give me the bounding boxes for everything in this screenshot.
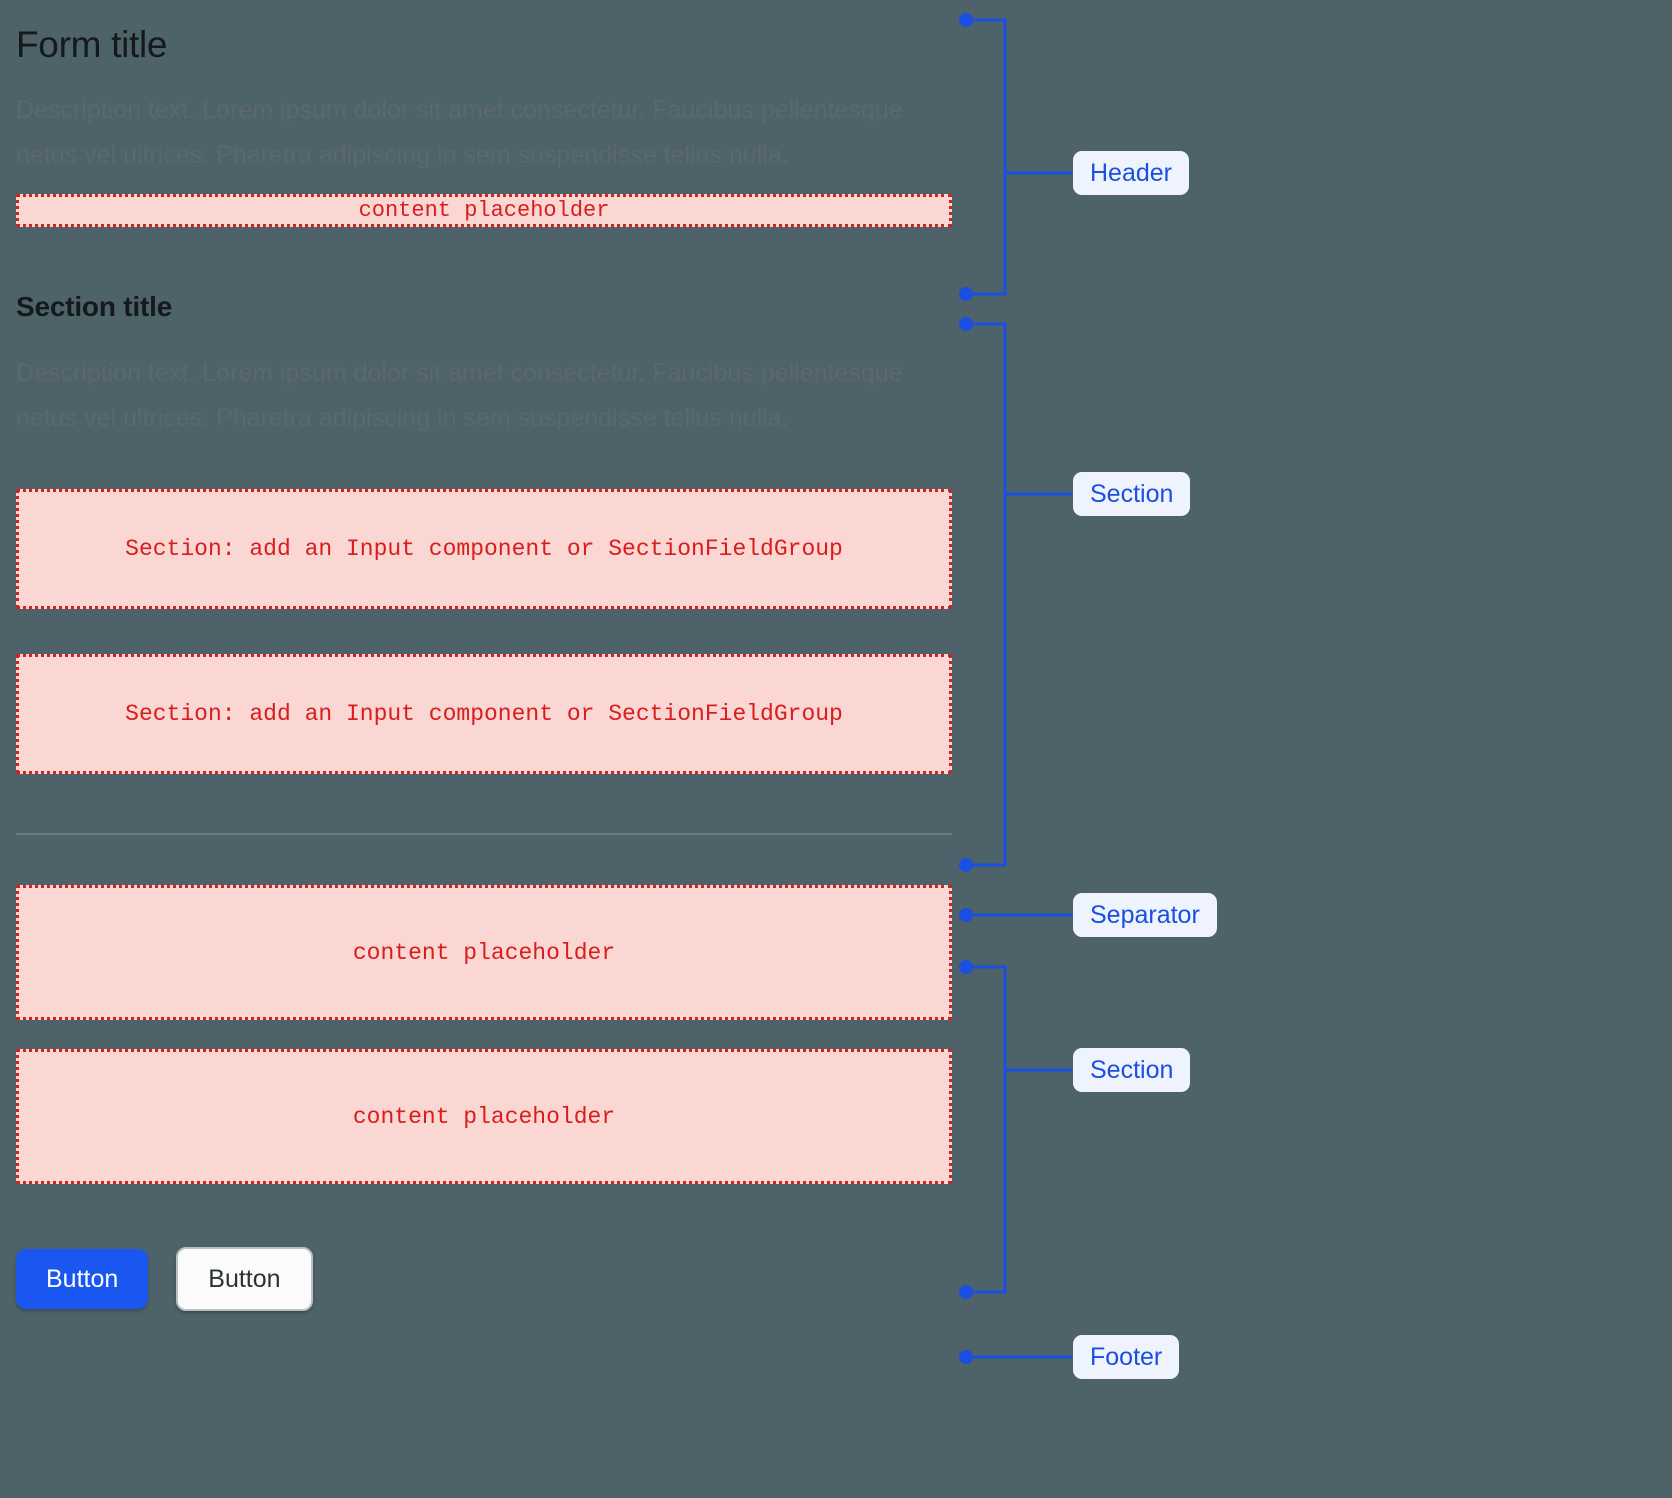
anchor-dot-section2-bottom [959,1285,973,1299]
section2-content-placeholder-1: content placeholder [16,885,952,1020]
anchor-dot-separator [959,908,973,922]
anchor-dot-section2-top [959,960,973,974]
annotation-badge-section[interactable]: Section [1073,472,1191,516]
primary-button[interactable]: Button [16,1249,149,1309]
section-block: Section title Description text. Lorem ip… [16,289,952,774]
footer-block: Button Button [16,1247,952,1311]
annotation-badge-separator[interactable]: Separator [1073,893,1217,937]
header-bracket [966,18,1007,296]
section-2-bracket [966,965,1007,1294]
anchor-dot-section-bottom [959,858,973,872]
annotation-badge-footer[interactable]: Footer [1073,1335,1180,1379]
section-block-2: content placeholder content placeholder [16,885,952,1184]
anchor-dot-footer [959,1350,973,1364]
anchor-dot-header-bottom [959,287,973,301]
section-title: Section title [16,291,173,322]
section-field-placeholder-2: Section: add an Input component or Secti… [16,654,952,774]
form-column: Form title Description text. Lorem ipsum… [16,0,952,1311]
header-block: Form title Description text. Lorem ipsum… [16,22,952,227]
separator [16,833,952,835]
annotation-badge-section-2[interactable]: Section [1073,1048,1191,1092]
annotation-anchor-dots [959,13,973,1364]
header-content-placeholder: content placeholder [16,194,952,227]
header-description: Description text. Lorem ipsum dolor sit … [16,96,903,169]
annotation-badge-header[interactable]: Header [1073,151,1189,195]
section-description: Description text. Lorem ipsum dolor sit … [16,359,903,432]
secondary-button[interactable]: Button [176,1247,313,1311]
anchor-dot-section-top [959,317,973,331]
section2-content-placeholder-2: content placeholder [16,1049,952,1184]
section-bracket [966,322,1007,867]
section-field-placeholder-1: Section: add an Input component or Secti… [16,489,952,609]
anchor-dot-header-top [959,13,973,27]
form-title: Form title [16,24,168,65]
